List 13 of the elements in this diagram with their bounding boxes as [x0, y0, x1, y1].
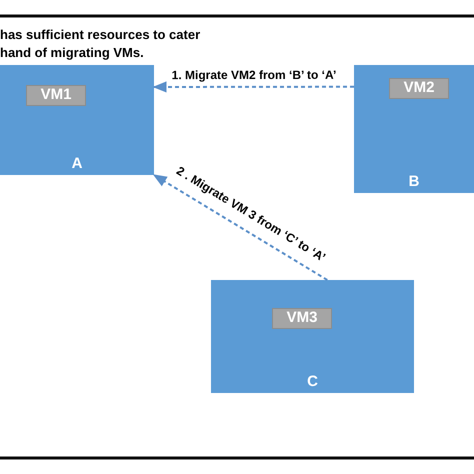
vm-box: VM3: [272, 308, 332, 329]
host-box: [354, 65, 474, 193]
host-box: [211, 280, 414, 393]
host-label: A: [72, 154, 82, 174]
vm-box: VM1: [26, 85, 86, 106]
dashed-arrow: [152, 81, 354, 93]
vm-box: VM2: [389, 78, 449, 99]
note-text: has sufficient resources to cater hand of migrating VMs.: [0, 26, 202, 62]
host-label: C: [307, 372, 318, 392]
dashed-arrow: [152, 174, 328, 281]
host-box: [0, 65, 154, 175]
host-label: B: [408, 172, 420, 192]
edge-label: 1. Migrate VM2 from ‘B’ to ‘A’: [170, 68, 338, 82]
